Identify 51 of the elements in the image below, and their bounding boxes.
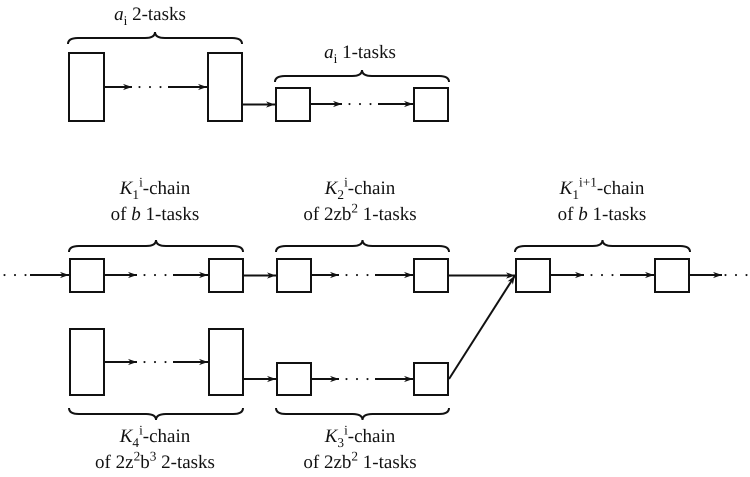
chain-label: K$_{1}$$^{i+1}$-chain of b 1-tasks — [558, 176, 646, 227]
arrow — [448, 274, 516, 380]
ellipsis: · · · — [722, 268, 750, 282]
task-box — [413, 87, 449, 122]
task-box — [413, 362, 449, 396]
arrow — [30, 272, 69, 278]
arrow — [312, 272, 339, 278]
task-box — [69, 258, 105, 293]
task-box — [208, 258, 244, 293]
arrow — [375, 272, 413, 278]
arrow — [311, 100, 342, 108]
arrow — [105, 84, 132, 90]
task-box — [413, 258, 449, 293]
arrow — [312, 376, 339, 382]
ellipsis: · · · — [137, 268, 173, 282]
task-box — [275, 87, 311, 122]
arrow — [690, 272, 722, 278]
arrow — [243, 101, 275, 108]
arrow — [105, 272, 137, 278]
chain-label: K$_{2}$$^{i}$-chain of 2zb$^{2}$ 1-tasks — [303, 176, 417, 227]
arrow — [244, 376, 276, 382]
ellipsis: · · · — [137, 355, 173, 369]
arrow — [173, 358, 208, 366]
task-box — [654, 258, 690, 293]
task-box — [276, 362, 312, 396]
chain-label: K$_{4}$$^{i}$-chain of 2z$^{2}$b$^{3}$ 2-tasks — [95, 424, 215, 475]
task-box — [69, 328, 105, 396]
ellipsis: · · · — [584, 268, 620, 282]
chain-label: a$_{i}$ 2-tasks — [114, 3, 186, 28]
task-box — [207, 52, 243, 122]
ellipsis: · · · — [339, 372, 375, 386]
ellipsis: · · · — [0, 268, 30, 282]
arrow — [168, 84, 207, 90]
ellipsis: · · · — [339, 268, 375, 282]
ellipsis: · · · — [132, 80, 168, 94]
arrow — [378, 100, 413, 108]
chain-label: a$_{i}$ 1-tasks — [324, 41, 396, 66]
arrow — [375, 376, 413, 382]
arrow — [551, 272, 584, 278]
task-box — [276, 258, 312, 293]
chain-label: K$_{1}$$^{i}$-chain of b 1-tasks — [110, 176, 200, 227]
ellipsis: · · · — [342, 97, 378, 111]
chain-label: K$_{3}$$^{i}$-chain of 2zb$^{2}$ 1-tasks — [303, 424, 417, 475]
arrow — [244, 272, 276, 279]
task-box — [68, 52, 105, 122]
task-box — [515, 258, 551, 293]
arrow — [620, 272, 654, 278]
task-box — [208, 328, 244, 396]
arrow — [105, 358, 137, 366]
arrow — [449, 272, 515, 279]
arrow — [173, 272, 208, 278]
